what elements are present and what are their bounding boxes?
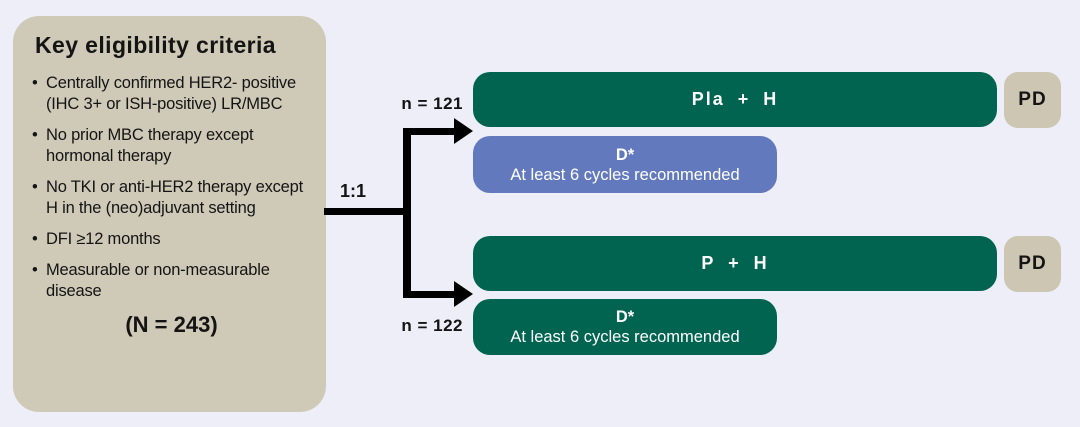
arrow-icon xyxy=(454,281,473,307)
arm1-docetaxel-label: D* xyxy=(615,145,635,164)
arm1-pd-label: PD xyxy=(1018,89,1047,110)
eligibility-bullet: No TKI or anti-HER2 therapy except H in … xyxy=(29,177,314,219)
enrollment-total: (N = 243) xyxy=(125,312,218,337)
eligibility-bullet: DFI ≥12 months xyxy=(29,229,314,250)
arm1-treatment-label: Pla + H xyxy=(691,89,779,109)
eligibility-bullet-list: Centrally confirmed HER2- positive (IHC … xyxy=(29,73,314,302)
branch-line-bottom xyxy=(407,291,455,298)
branch-line-top xyxy=(407,128,455,135)
arm2-n-label: n = 122 xyxy=(401,316,463,335)
eligibility-bullet: No prior MBC therapy except hormonal the… xyxy=(29,125,314,167)
eligibility-bullet: Measurable or non-measurable disease xyxy=(29,260,314,302)
eligibility-panel: Key eligibility criteria Centrally confi… xyxy=(13,16,326,412)
arm1-pd-box: PD xyxy=(1004,72,1061,128)
arm2-docetaxel-box: D* At least 6 cycles recommended xyxy=(473,299,777,355)
arm1-n-label: n = 121 xyxy=(401,94,463,113)
arm1-docetaxel-box: D* At least 6 cycles recommended xyxy=(473,136,777,193)
randomization-stem-line xyxy=(324,208,408,215)
arm2-docetaxel-note: At least 6 cycles recommended xyxy=(510,328,740,346)
randomization-vertical-line xyxy=(403,128,411,298)
randomization-ratio-label: 1:1 xyxy=(340,181,367,201)
arm2-treatment-label: P + H xyxy=(701,253,769,273)
arm2-pd-box: PD xyxy=(1004,236,1061,292)
eligibility-bullet: Centrally confirmed HER2- positive (IHC … xyxy=(29,73,314,115)
arm2-pd-label: PD xyxy=(1018,253,1047,274)
arm1-treatment-bar: Pla + H xyxy=(473,72,997,127)
eligibility-panel-title: Key eligibility criteria xyxy=(35,32,276,58)
arm2-treatment-bar: P + H xyxy=(473,236,997,291)
arm2-docetaxel-label: D* xyxy=(615,308,635,326)
arm1-docetaxel-note: At least 6 cycles recommended xyxy=(510,165,740,184)
arrow-icon xyxy=(454,118,473,144)
